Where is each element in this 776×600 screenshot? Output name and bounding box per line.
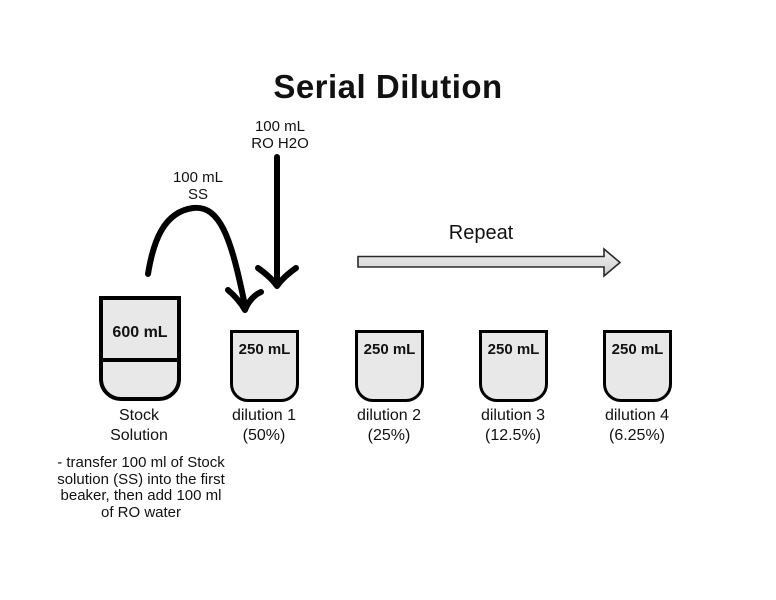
dilution-3-caption: dilution 3 (12.5%) [480,407,546,444]
stock-beaker: 600 mL [99,296,181,401]
dilution-4-volume-label: 250 mL [611,341,664,358]
dilution-4-beaker: 250 mL [603,330,672,402]
repeat-label: Repeat [448,222,514,244]
dilution-1-volume-label: 250 mL [238,341,291,358]
liquid-level-line [103,358,177,362]
dilution-4-caption: dilution 4 (6.25%) [604,407,670,444]
ro-water-pour-arrow-icon [255,154,299,289]
dilution-2-beaker: 250 mL [355,330,424,402]
ss-transfer-label: 100 mL SS [172,169,224,203]
diagram-title: Serial Dilution [273,68,503,105]
dilution-2-caption: dilution 2 (25%) [356,407,422,444]
repeat-arrow-icon [357,247,622,278]
dilution-1-beaker: 250 mL [230,330,299,402]
procedure-note: - transfer 100 ml of Stock solution (SS)… [57,454,225,521]
stock-beaker-caption: Stock Solution [110,407,168,444]
stock-volume-label: 600 mL [112,324,168,341]
dilution-2-volume-label: 250 mL [363,341,416,358]
ro-water-label: 100 mL RO H2O [251,118,309,152]
stock-transfer-curved-arrow-icon [145,204,264,313]
dilution-3-beaker: 250 mL [479,330,548,402]
dilution-1-caption: dilution 1 (50%) [231,407,297,444]
dilution-3-volume-label: 250 mL [487,341,540,358]
